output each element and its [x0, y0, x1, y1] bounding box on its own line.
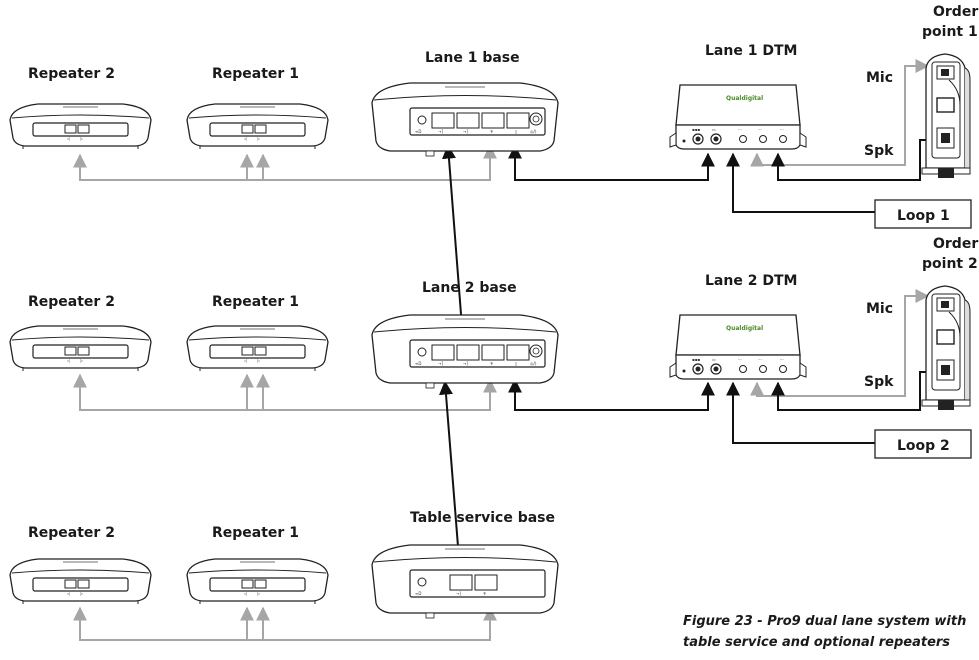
- loop1-label: Loop 1: [897, 208, 950, 224]
- lane2-repeater2: [9, 325, 152, 372]
- lane1-repeater2: [9, 103, 152, 150]
- lane1-dtm-brand: Qualdigital: [726, 95, 763, 102]
- lane1-repeater2-label: Repeater 2: [28, 66, 115, 82]
- table-service-base: [371, 544, 559, 619]
- lane1-repeater1: [186, 103, 329, 150]
- lane2-spk-link: [771, 371, 930, 411]
- caption-line2: table service and optional repeaters: [683, 635, 950, 650]
- lane2-repeater1: [186, 325, 329, 372]
- loop2-link: [726, 381, 875, 444]
- lane1-base-label: Lane 1 base: [425, 50, 520, 66]
- wires: [73, 59, 930, 641]
- order-point1: [921, 53, 971, 179]
- loop2-label: Loop 2: [897, 438, 950, 454]
- figure-caption: Figure 23 - Pro9 dual lane system with t…: [683, 614, 966, 650]
- loop1-link: [726, 152, 875, 213]
- lane1-base-dtm-link: [508, 144, 715, 181]
- lane2-repeater1-label: Repeater 1: [212, 294, 299, 310]
- lane1-base: [371, 82, 559, 157]
- order-point1-label-line1: Order: [933, 4, 978, 20]
- lane1-mic-link: [750, 59, 930, 167]
- table-repeater1: [186, 558, 329, 605]
- lane2-dtm-label: Lane 2 DTM: [705, 273, 797, 289]
- order-point2: [921, 285, 971, 411]
- caption-line1: Figure 23 - Pro9 dual lane system with: [683, 614, 966, 629]
- lane1-repeater-link-outer: [73, 144, 497, 181]
- lane1-mic-label: Mic: [866, 70, 893, 86]
- order-point2-label-line1: Order: [933, 236, 978, 252]
- lane1-dtm-label: Lane 1 DTM: [705, 43, 797, 59]
- order-point2-label-line2: point 2: [922, 256, 978, 272]
- table-base-label: Table service base: [410, 510, 555, 526]
- loop1-box: [874, 199, 972, 229]
- order-point1-label-line2: point 1: [922, 24, 978, 40]
- lane2-base-dtm-link: [508, 378, 715, 411]
- lane2-base-label: Lane 2 base: [422, 280, 517, 296]
- row-lane1: Repeater 2 Repeater 1 Lane 1 base Lane 1…: [9, 4, 978, 229]
- table-repeater2: [9, 558, 152, 605]
- table-repeater-link-outer: [73, 606, 497, 641]
- lane2-mic-label: Mic: [866, 301, 893, 317]
- lane2-mic-link: [750, 289, 930, 397]
- lane2-spk-label: Spk: [864, 374, 894, 390]
- lane2-dtm-brand: Qualdigital: [726, 325, 763, 332]
- lane1-spk-link: [771, 139, 930, 181]
- row-lane2: Repeater 2 Repeater 1 Lane 2 base Lane 2…: [9, 236, 978, 459]
- loop2-box: [874, 429, 972, 459]
- row-table-service: Repeater 2 Repeater 1 Table service base: [9, 510, 559, 619]
- table-repeater2-label: Repeater 2: [28, 525, 115, 541]
- lane2-repeater-link-outer: [73, 373, 497, 411]
- lane2-repeater2-label: Repeater 2: [28, 294, 115, 310]
- lane1-repeater1-label: Repeater 1: [212, 66, 299, 82]
- lane2-base: [371, 314, 559, 389]
- table-repeater1-label: Repeater 1: [212, 525, 299, 541]
- lane1-spk-label: Spk: [864, 143, 894, 159]
